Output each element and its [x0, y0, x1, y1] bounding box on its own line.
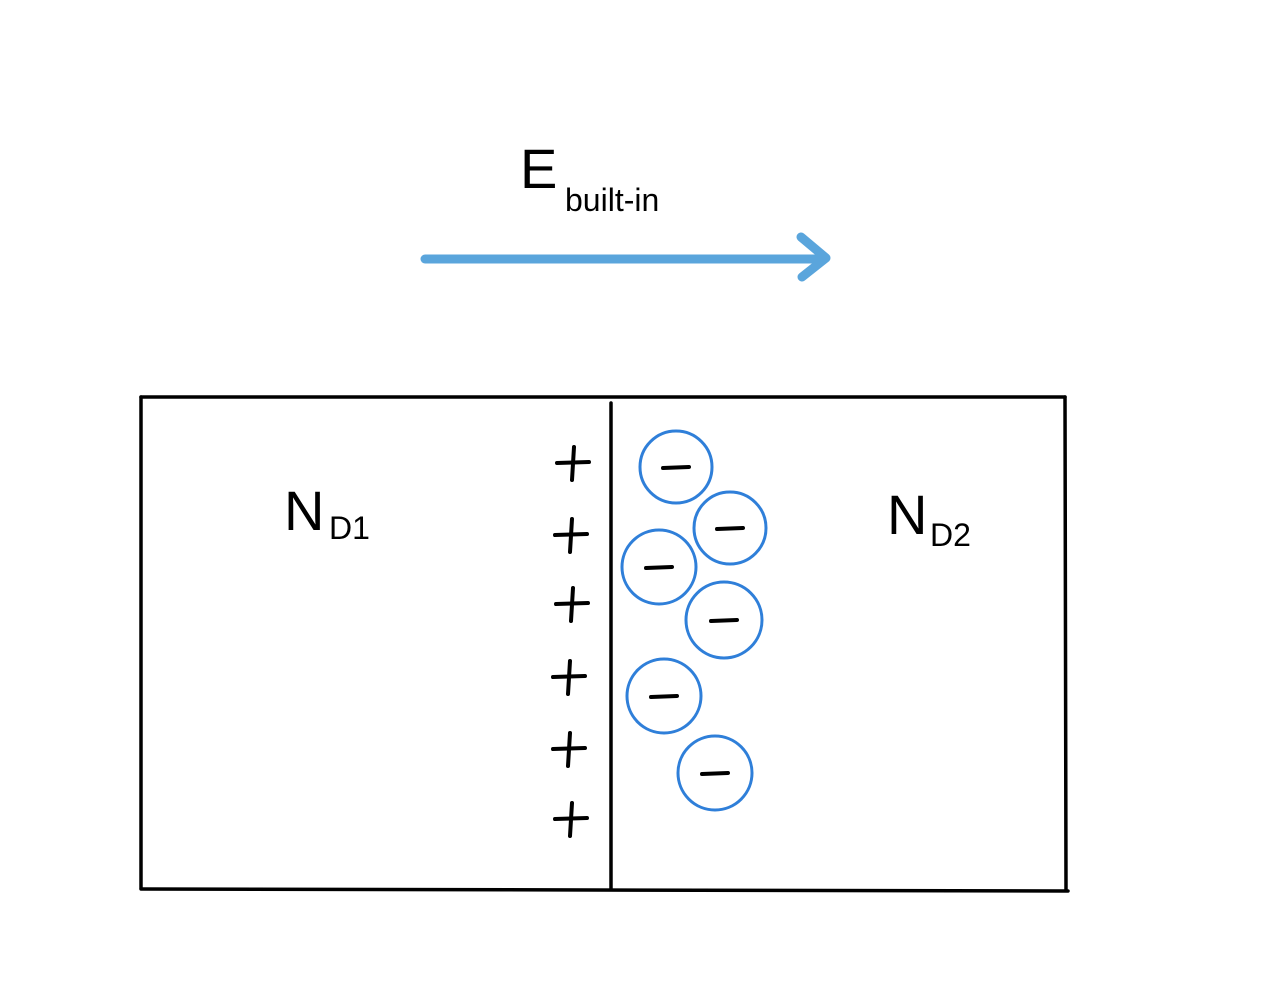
region-right-main: N: [887, 483, 927, 546]
negative-charge-circle: [676, 734, 754, 812]
block-bottom-edge: [139, 887, 1070, 893]
region-left-subscript: D1: [329, 510, 370, 546]
minus-sign: [661, 465, 691, 470]
field-arrow-head: [796, 232, 831, 282]
negative-charge-circle: [638, 429, 714, 505]
junction-block: [139, 395, 1070, 893]
block-right-edge: [1063, 395, 1068, 892]
region-right-subscript: D2: [930, 517, 971, 553]
negative-charge: [625, 657, 703, 735]
negative-charges: [620, 429, 768, 812]
negative-charge-circle: [625, 657, 703, 735]
region-label-left: N D1: [284, 479, 370, 546]
field-label: E built-in: [520, 137, 659, 218]
negative-charge-circle: [620, 528, 698, 606]
field-subscript: built-in: [565, 182, 659, 218]
negative-charge: [684, 580, 764, 660]
positive-charge: [553, 517, 589, 554]
region-left-main: N: [284, 479, 324, 542]
minus-sign: [709, 618, 739, 623]
negative-charge: [676, 734, 754, 812]
positive-charge: [555, 445, 591, 482]
negative-charge: [638, 429, 714, 505]
positive-charges: [551, 445, 591, 838]
positive-charge: [553, 801, 589, 838]
negative-charge: [620, 528, 698, 606]
minus-sign: [644, 565, 674, 570]
negative-charge-circle: [684, 580, 764, 660]
positive-charge: [551, 659, 587, 696]
minus-sign: [715, 526, 745, 531]
region-label-right: N D2: [887, 483, 971, 553]
minus-sign: [649, 694, 679, 699]
minus-sign: [700, 771, 730, 776]
field-symbol: E: [520, 137, 557, 200]
field-arrow: [420, 232, 831, 282]
negative-charge-circle: [692, 490, 768, 566]
positive-charge: [551, 731, 587, 768]
positive-charge: [554, 586, 590, 623]
negative-charge: [692, 490, 768, 566]
